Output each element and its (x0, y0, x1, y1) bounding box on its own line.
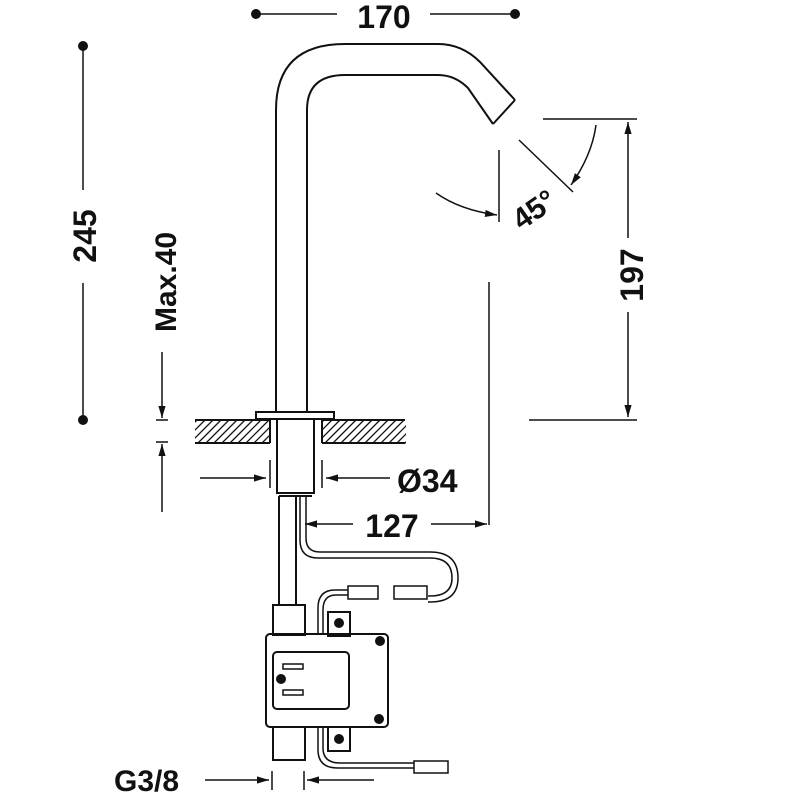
hatch-line (363, 420, 389, 444)
hatch-line (322, 420, 341, 439)
spout-angle-label: 45° (507, 184, 563, 237)
screw-icon (334, 734, 344, 744)
cable-outer (299, 496, 453, 597)
hatch-line (428, 420, 452, 444)
panel-slot (282, 689, 304, 696)
faucet-shank (276, 418, 315, 605)
sensor-cable (299, 496, 459, 635)
valve-bottom-stub (272, 726, 306, 761)
hatch-line (322, 420, 333, 431)
hatch-line (268, 442, 270, 444)
hatch-line (355, 420, 381, 444)
hatch-line (228, 420, 254, 444)
hatch-line (260, 434, 270, 444)
cable-connector (393, 585, 428, 600)
body-to-outlet-label: 127 (365, 508, 418, 544)
screw-icon (374, 714, 384, 724)
hatch-line (292, 420, 316, 444)
total-height-label: 245 (67, 209, 103, 262)
power-cable (322, 727, 414, 764)
hatch-line (195, 420, 206, 431)
hatch-line (196, 420, 222, 444)
base-flange (255, 411, 335, 420)
valve-top-stub (272, 604, 306, 636)
power-connector (413, 760, 449, 774)
hatch-line (165, 420, 189, 444)
faucet-spout (275, 43, 516, 412)
shank-body (276, 418, 315, 494)
hatch-line (339, 420, 365, 444)
spout-outlet (492, 99, 516, 125)
angle-arrow (435, 192, 498, 217)
dimension-total-height: 245 (67, 41, 103, 425)
hatch-line (212, 420, 238, 444)
hatch-line (236, 420, 262, 444)
hatch-line (195, 420, 198, 423)
power-cable (317, 727, 414, 769)
angle-arrow (570, 124, 597, 186)
hatch-line (379, 420, 405, 444)
hatch-line (387, 425, 406, 444)
hatch-line (420, 420, 444, 444)
cable-to-box (317, 589, 348, 635)
extension-line (518, 139, 574, 193)
dimension-hole-diameter: Ø34 (200, 460, 458, 499)
hatch-line (204, 420, 230, 444)
deck-section (165, 411, 452, 444)
hatch-line (252, 426, 270, 444)
hatch-line (277, 420, 301, 444)
hatch-line (403, 441, 406, 444)
hatch-line (195, 420, 214, 439)
hatch-line (395, 433, 406, 444)
deck-hatch-right (292, 420, 452, 444)
hatch-line (322, 420, 325, 423)
cable-to-box (322, 594, 348, 635)
hatch-line (347, 420, 373, 444)
dimension-spout-angle: 45° (435, 124, 597, 237)
hatch-line (323, 420, 349, 444)
hole-diameter-label: Ø34 (397, 463, 458, 499)
hatch-line (371, 420, 397, 444)
dimension-connection-thread: G3/8 (114, 765, 374, 798)
hatch-line (244, 420, 270, 444)
dimension-endpoint-dot (510, 9, 520, 19)
cable-inner (305, 496, 459, 603)
dimension-deck-thickness: Max.40 (150, 232, 183, 512)
deck-hatch-left (165, 420, 309, 444)
dimension-endpoint-dot (78, 415, 88, 425)
spout-reach-label: 170 (357, 0, 410, 35)
spout-height-label: 197 (614, 248, 650, 301)
screw-icon (276, 674, 286, 684)
control-box (265, 604, 449, 774)
mounting-bracket-bottom (327, 726, 351, 752)
screw-icon (375, 636, 385, 646)
dimension-body-to-outlet: 127 (305, 508, 487, 544)
panel-slot (282, 663, 304, 670)
control-box-label-panel (272, 651, 350, 710)
dimension-spout-reach: 170 (251, 0, 520, 35)
spout-outer-contour (275, 43, 516, 412)
hatch-line (285, 420, 309, 444)
cable-connector (347, 585, 379, 600)
dimension-spout-height: 197 (488, 118, 650, 525)
screw-icon (334, 618, 344, 628)
connection-thread-label: G3/8 (114, 765, 179, 798)
hatch-line (412, 420, 436, 444)
mounting-bracket-top (327, 611, 351, 637)
hatch-line (331, 420, 357, 444)
spout-inner-contour (306, 74, 494, 412)
deck-thickness-label: Max.40 (150, 232, 183, 332)
hatch-line (220, 420, 246, 444)
